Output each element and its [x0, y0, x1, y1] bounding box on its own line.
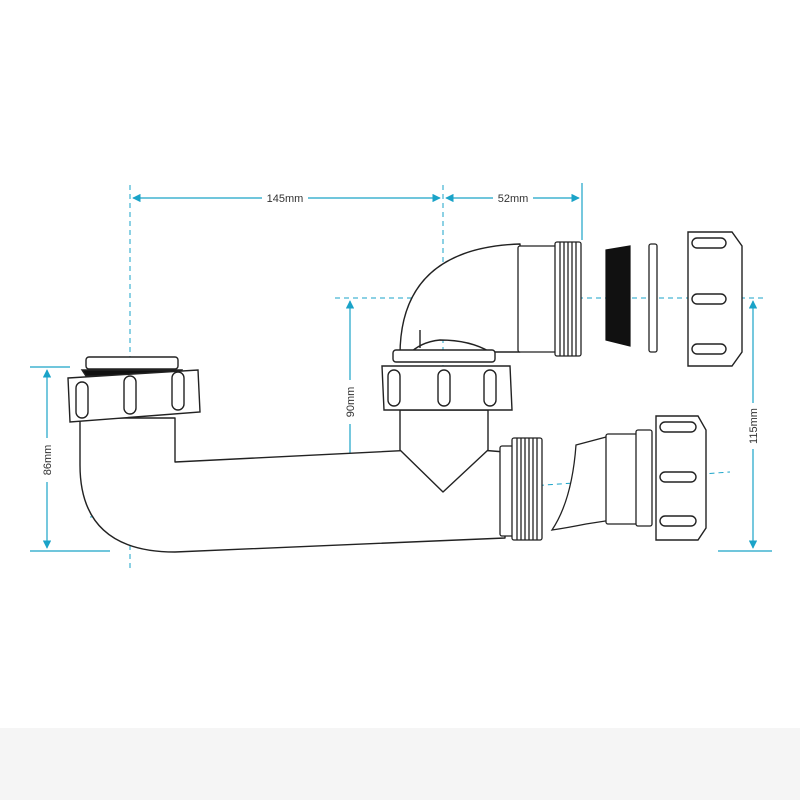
upper-nut [687, 231, 743, 367]
extension-lines [30, 183, 772, 552]
dim-label-145: 145mm [267, 193, 304, 205]
upper-thread [517, 241, 582, 357]
dim-label-86: 86mm [42, 445, 54, 476]
dim-label-90: 90mm [345, 387, 357, 418]
trap-cone [392, 349, 496, 493]
outlet-nut [655, 415, 707, 541]
footer-band [0, 728, 800, 800]
lower-thread [499, 437, 543, 541]
inlet-nut [67, 356, 201, 423]
outlet-adapter [550, 429, 653, 531]
dimension-label-backs [39, 190, 761, 482]
flat-washer [648, 243, 658, 353]
pipe-body [79, 243, 521, 553]
dim-label-52: 52mm [498, 193, 529, 205]
cone-washer [605, 245, 631, 347]
trap-nut [381, 365, 513, 411]
dim-label-115: 115mm [748, 408, 760, 444]
